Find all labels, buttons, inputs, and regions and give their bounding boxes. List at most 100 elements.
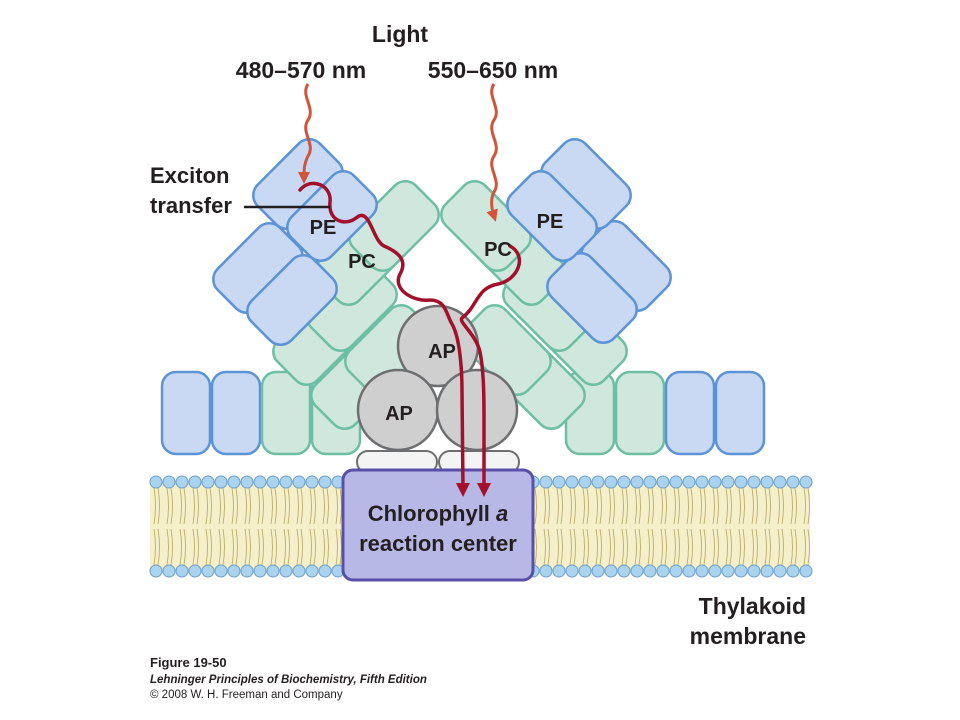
reaction-center-label-line2: reaction center [359,531,517,556]
lipid-head [305,564,319,578]
lipid-tail [699,487,702,525]
lipid-tail [625,528,628,566]
lipid-head [292,475,306,489]
lipid-tail [595,528,598,566]
lipid-tail [192,487,195,525]
lipid-tail [300,528,303,566]
pe-disc-left-4 [246,254,338,346]
caption-copyright: © 2008 W. H. Freeman and Company [150,689,343,701]
lipid-tail [647,528,650,566]
lipid-tail [768,528,771,566]
lipid-tail [170,487,173,525]
light-arrow-right [486,83,498,222]
lipid-tail [790,528,793,566]
lipid-tail [677,528,680,566]
lipid-head [227,564,241,578]
lipid-head [747,475,761,489]
lipid-head [760,475,774,489]
lipid-head [604,564,618,578]
lipid-tail [569,528,572,566]
lipid-head [799,564,813,578]
lipid-head [656,475,670,489]
exciton-label-line2: transfer [150,193,232,218]
lipid-head [318,564,332,578]
exciton-arrow-left [298,181,470,497]
lipid-tail [543,487,546,525]
lipid-tail [690,487,693,525]
lipid-tail [209,487,212,525]
lipid-head [318,475,332,489]
lipid-tail [244,487,247,525]
reaction-center-italic-a: a [496,501,508,526]
linker-pads [356,450,520,474]
lipid-tail [218,528,221,566]
lipid-tail [790,487,793,525]
lipid-head [721,475,735,489]
lipid-head [643,564,657,578]
lipid-tail [196,487,199,525]
lipid-head [188,564,202,578]
lipid-tail [725,528,728,566]
lipid-tail [807,528,810,566]
lipid-head [149,475,163,489]
lipid-head [630,564,644,578]
lipid-tail [183,487,186,525]
pc-label-right: PC [484,239,512,261]
lipid-tail [647,487,650,525]
lipid-tail [326,487,329,525]
lipid-tail [621,487,624,525]
lipid-tail [764,487,767,525]
lipid-tail [170,528,173,566]
lipid-tail [699,528,702,566]
lipid-tail [153,487,156,525]
lipid-tail [608,487,611,525]
lipid-tail [157,487,160,525]
lipid-head [617,475,631,489]
lipid-head [175,475,189,489]
exciton-arrows [298,181,522,497]
lipid-tail [738,528,741,566]
lipid-head [201,564,215,578]
lipid-head [162,564,176,578]
lipid-head [669,475,683,489]
lipid-tail [534,487,537,525]
lipid-tail [608,528,611,566]
lipid-head [292,564,306,578]
lipid-tail [270,487,273,525]
lipid-tail [296,487,299,525]
lipid-head [162,475,176,489]
lipid-tail [179,528,182,566]
lipid-tail [716,528,719,566]
lipid-head [578,475,592,489]
lipid-tail [196,528,199,566]
lipid-tail [231,528,234,566]
lipid-tail [300,487,303,525]
lipid-tail [257,528,260,566]
pe-disc-right-4 [546,252,638,344]
lipid-tail [755,487,758,525]
lipid-tail [322,528,325,566]
lipid-tail [283,487,286,525]
lipid-tail [703,487,706,525]
lipid-tail [703,528,706,566]
lipid-tail [222,487,225,525]
lipid-tail [634,487,637,525]
pc-disc-bottom-left-1 [260,370,312,456]
lipid-tail [166,487,169,525]
lipid-head [617,564,631,578]
lipid-tail [231,487,234,525]
lipid-tail [794,528,797,566]
lipid-tail [560,487,563,525]
lipid-tail [569,487,572,525]
lipid-tail [287,528,290,566]
lipid-tail [244,528,247,566]
lipid-head [279,475,293,489]
lipid-tail [777,528,780,566]
lipid-head [201,475,215,489]
lipid-tail [235,487,238,525]
lipid-head [760,564,774,578]
lipid-tail [807,487,810,525]
reaction-center-chlorophyll: Chlorophyll [368,501,496,526]
lipid-tail [166,528,169,566]
